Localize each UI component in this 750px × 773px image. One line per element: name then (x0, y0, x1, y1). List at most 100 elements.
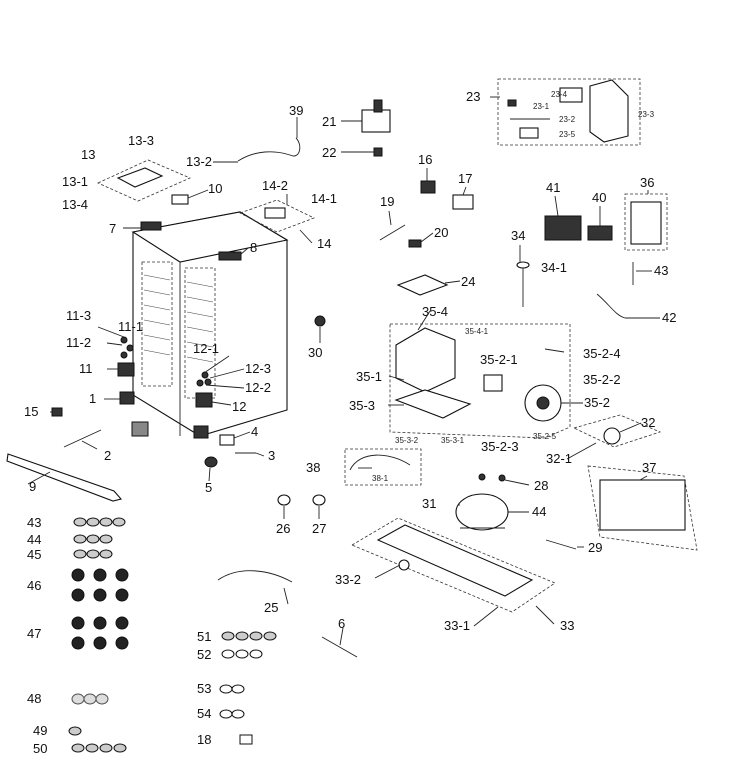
label-35-2-1: 35-2-1 (480, 352, 518, 367)
leader-lines (27, 96, 660, 646)
label-34: 34 (511, 228, 525, 243)
part-35-box (389, 323, 571, 439)
part-38 (344, 448, 422, 486)
screw-group-48 (71, 693, 109, 705)
label-42: 42 (662, 310, 676, 325)
label-36: 36 (640, 175, 654, 190)
part-20 (408, 239, 422, 248)
label-15: 15 (24, 404, 38, 419)
label-24: 24 (461, 274, 475, 289)
part-31-compressor (455, 493, 509, 531)
label-13-1: 13-1 (62, 174, 88, 189)
part-25 (217, 570, 293, 583)
label-1: 1 (89, 391, 96, 406)
part-11-1-group (120, 336, 134, 359)
part-foot-2 (193, 425, 209, 439)
label-11-2: 11-2 (66, 335, 91, 350)
label-26: 26 (276, 521, 290, 536)
label-5: 5 (205, 480, 212, 495)
label-47: 47 (27, 626, 41, 641)
label-44: 44 (27, 532, 41, 547)
part-36 (624, 193, 668, 251)
label-9: 9 (29, 479, 36, 494)
label-23-5: 23-5 (559, 130, 576, 139)
label-34-1: 34-1 (541, 260, 567, 275)
screw-group-47 (71, 616, 129, 650)
label-29: 29 (588, 540, 602, 555)
part-15 (51, 407, 63, 417)
label-44-mid: 44 (532, 504, 546, 519)
label-23-4: 23-4 (551, 90, 568, 99)
label-33: 33 (560, 618, 574, 633)
label-3: 3 (268, 448, 275, 463)
part-4 (219, 434, 235, 446)
label-32-1: 32-1 (546, 451, 572, 466)
label-23: 23 (466, 89, 480, 104)
label-53: 53 (197, 681, 211, 696)
label-46: 46 (27, 578, 41, 593)
label-25: 25 (264, 600, 278, 615)
part-14-group (238, 199, 316, 233)
label-22: 22 (322, 145, 336, 160)
label-14-1: 14-1 (311, 191, 337, 206)
part-foot (131, 421, 149, 437)
label-19: 19 (380, 194, 394, 209)
part-13-group (97, 159, 192, 202)
label-32: 32 (641, 415, 655, 430)
part-12 (195, 392, 213, 408)
label-4: 4 (251, 424, 258, 439)
label-12-3: 12-3 (245, 361, 271, 376)
label-11-3: 11-3 (66, 308, 91, 323)
label-49: 49 (33, 723, 47, 738)
part-32 (572, 414, 662, 448)
label-35-3-2: 35-3-2 (395, 436, 419, 445)
part-19 (379, 224, 406, 241)
part-6 (321, 636, 358, 658)
screw-group-51 (221, 631, 277, 641)
label-35-2-2: 35-2-2 (583, 372, 621, 387)
label-52: 52 (197, 647, 211, 662)
label-10: 10 (208, 181, 222, 196)
label-28: 28 (534, 478, 548, 493)
label-18: 18 (197, 732, 211, 747)
label-14-2: 14-2 (262, 178, 288, 193)
label-12: 12 (232, 399, 246, 414)
label-14: 14 (317, 236, 331, 251)
part-27 (312, 494, 326, 506)
label-21: 21 (322, 114, 336, 129)
label-35-2: 35-2 (584, 395, 610, 410)
label-40: 40 (592, 190, 606, 205)
label-33-1: 33-1 (444, 618, 470, 633)
label-37: 37 (642, 460, 656, 475)
part-42 (596, 293, 626, 319)
label-41: 41 (546, 180, 560, 195)
label-35-4: 35-4 (422, 304, 448, 319)
label-23-1: 23-1 (533, 102, 550, 111)
label-13: 13 (81, 147, 95, 162)
part-16 (420, 180, 436, 194)
label-12-1: 12-1 (193, 341, 219, 356)
label-50: 50 (33, 741, 47, 756)
label-13-4: 13-4 (62, 197, 88, 212)
part-28a (478, 473, 486, 481)
part-30 (314, 315, 326, 327)
part-17 (452, 194, 474, 210)
screw-group-46 (71, 568, 129, 602)
part-40 (587, 225, 613, 241)
label-16: 16 (418, 152, 432, 167)
label-13-3: 13-3 (128, 133, 154, 148)
part-24 (396, 274, 449, 296)
label-2: 2 (104, 448, 111, 463)
label-38-1: 38-1 (372, 474, 389, 483)
screw-group-53 (219, 684, 245, 694)
label-7: 7 (109, 221, 116, 236)
screw-group-50 (71, 743, 127, 753)
label-48: 48 (27, 691, 41, 706)
part-9 (6, 453, 123, 502)
label-35-2-3: 35-2-3 (481, 439, 519, 454)
part-21 (361, 99, 391, 157)
screw-group-52 (221, 649, 263, 659)
part-37 (587, 465, 698, 551)
label-38: 38 (306, 460, 320, 475)
